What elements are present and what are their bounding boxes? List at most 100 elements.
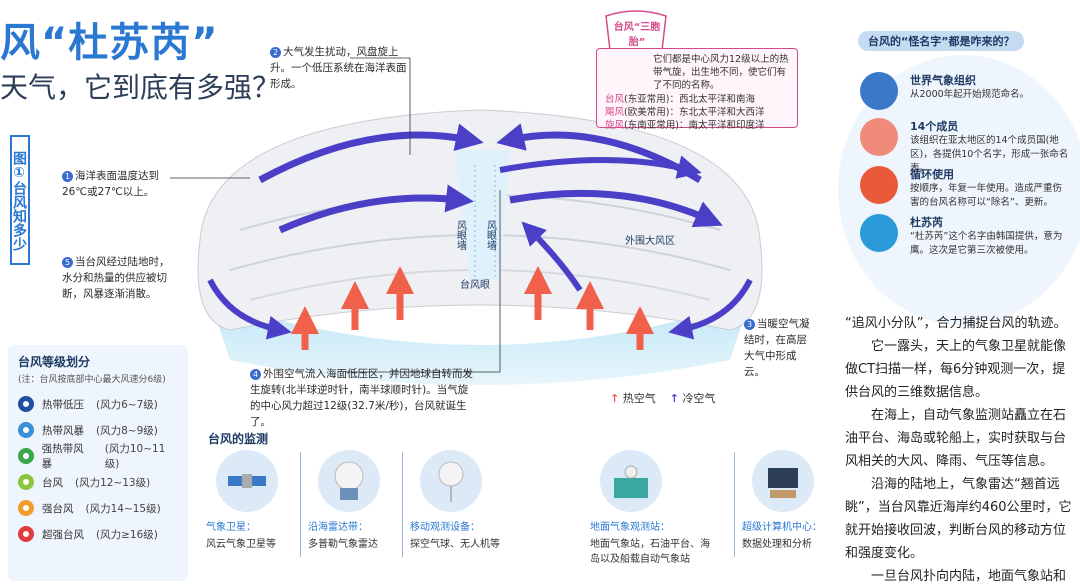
weather-station-icon <box>600 450 662 512</box>
wind-arrow <box>258 123 484 184</box>
cyclone-icon <box>18 448 34 464</box>
level-item: 强台风 (风力14~15级) <box>18 495 178 521</box>
levels-note: (注：台风按底部中心最大风速分6级) <box>18 375 166 385</box>
triplets-row: 旋风(东南亚常用)：南太平洋和印度洋 <box>605 120 765 131</box>
step-4-number: 4 <box>250 369 261 380</box>
step-5-number: 5 <box>62 257 73 268</box>
wind-arrow <box>207 278 292 340</box>
naming-item: 杜苏芮 “杜苏芮”这个名字由韩国提供，意为鹰。这次是它第三次被使用。 <box>860 214 1070 258</box>
monitor-ground-station: 地面气象观测站： 地面气象站，石油平台、海岛以及船载自动气象站 <box>590 450 710 565</box>
cold-air-label: 冷空气 <box>682 392 716 405</box>
wind-arrow <box>668 278 753 340</box>
monitor-label: 沿海雷达带： <box>308 522 368 533</box>
step-4-text: 外围空气流入海面低压区，并因地球自转而发生旋转(北半球逆时针，南半球顺时针)。当… <box>250 368 473 428</box>
figure-tab: 图①台风知多少 <box>10 135 30 265</box>
page-subtitle: 天气，它到底有多强？ <box>0 71 281 104</box>
wind-arrow <box>278 184 474 234</box>
triplets-row: 飓风(欧美常用)：东北太平洋和大西洋 <box>605 107 765 118</box>
triplets-row-region: 西北太平洋和南海 <box>678 94 755 105</box>
level-name: 强台风 <box>42 502 74 515</box>
triplets-row-name: 台风 <box>605 94 625 105</box>
typhoon-diagram: 风眼墙 风眼墙 台风眼 外围大风区 <box>160 30 790 410</box>
monitor-desc: 风云气象卫星等 <box>206 539 276 550</box>
level-force: (风力14~15级) <box>85 502 161 515</box>
level-force: (风力12~13级) <box>75 476 151 489</box>
naming-item: 循环使用 按顺序，年复一年使用。造成严重伤害的台风名称可以“除名”、更新。 <box>860 166 1070 210</box>
naming-panel: 台风的“怪名字”都是咋来的？ <box>858 30 1076 51</box>
level-item: 强热带风暴 (风力10~11级) <box>18 443 178 470</box>
divider <box>734 452 735 557</box>
naming-panel-title: 台风的“怪名字”都是咋来的？ <box>858 31 1025 51</box>
monitor-label: 超级计算机中心： <box>742 522 822 533</box>
level-force: (风力6~7级) <box>96 398 158 411</box>
divider <box>402 452 403 557</box>
monitor-supercomputer: 超级计算机中心： 数据处理和分析 <box>742 450 842 550</box>
balloon-icon <box>420 450 482 512</box>
naming-item-title: 世界气象组织 <box>910 74 976 87</box>
hot-air-label: 热空气 <box>622 392 656 405</box>
wmo-icon <box>860 72 898 110</box>
monitor-mobile: 移动观测设备： 探空气球、无人机等 <box>410 450 510 550</box>
naming-item: 世界气象组织 从2000年起开始规范命名。 <box>860 72 1070 110</box>
triplets-row-usage: 欧美常用 <box>627 107 666 118</box>
monitor-label: 地面气象观测站： <box>590 522 670 533</box>
wind-arrow <box>499 155 702 179</box>
levels-title: 台风等级划分 <box>18 355 91 369</box>
naming-item-title: 杜苏芮 <box>910 216 943 229</box>
level-force: (风力10~11级) <box>104 443 166 470</box>
level-name: 强热带风暴 <box>41 443 84 470</box>
triplets-row-name: 飓风 <box>605 107 625 118</box>
cyclone-icon <box>18 422 34 438</box>
level-name: 热带风暴 <box>42 424 84 437</box>
triplets-row: 台风(东亚常用)：西北太平洋和南海 <box>605 94 755 105</box>
air-legend: ↑ 热空气 ↑ 冷空气 <box>610 390 715 406</box>
monitor-satellite: 气象卫星： 风云气象卫星等 <box>206 450 306 550</box>
cyclone-icon <box>18 526 34 542</box>
eyewall-label-right: 风眼墙 <box>485 220 497 251</box>
level-name: 超强台风 <box>42 528 84 541</box>
level-item: 超强台风 (风力≥16级) <box>18 521 178 547</box>
naming-item-desc: 按顺序，年复一年使用。造成严重伤害的台风名称可以“除名”、更新。 <box>910 183 1063 208</box>
cyclone-icon <box>18 396 34 412</box>
level-force: (风力8~9级) <box>96 424 158 437</box>
naming-item: 14个成员 该组织在亚太地区的14个成员国(地区)，各提供10个名字，形成一张命… <box>860 118 1070 176</box>
eye-label: 台风眼 <box>460 278 490 291</box>
outer-zone-label: 外围大风区 <box>625 234 675 247</box>
triplets-row-usage: 东亚常用 <box>627 94 666 105</box>
typhoon-eye <box>455 150 510 280</box>
step-1-number: 1 <box>62 171 73 182</box>
naming-item-title: 14个成员 <box>910 120 959 133</box>
hot-air-icon: ↑ <box>610 392 620 405</box>
step-2-number: 2 <box>270 47 281 58</box>
monitor-label: 气象卫星： <box>206 522 256 533</box>
monitor-desc: 地面气象站，石油平台、海岛以及船载自动气象站 <box>590 539 710 565</box>
triplets-row-name: 旋风 <box>605 120 625 131</box>
step-3-text: 当暖空气凝结时，在高层大气中形成云。 <box>744 318 810 378</box>
naming-item-desc: “杜苏芮”这个名字由韩国提供，意为鹰。这次是它第三次被使用。 <box>910 231 1063 256</box>
step-1-text: 海洋表面温度达到26℃或27℃以上。 <box>62 170 159 198</box>
article-paragraph: 在海上，自动气象监测站矗立在石油平台、海岛或轮船上，实时获取与台风相关的大风、降… <box>845 408 1067 469</box>
monitor-radar: 沿海雷达带： 多普勒气象雷达 <box>308 450 408 550</box>
triplets-callout: 它们都是中心风力12级以上的热带气旋，出生地不同，使它们有了不同的名称。 台风(… <box>596 48 798 131</box>
naming-item-desc: 从2000年起开始规范命名。 <box>910 89 1030 100</box>
radar-icon <box>318 450 380 512</box>
monitoring-title: 台风的监测 <box>208 432 269 446</box>
level-force: (风力≥16级) <box>96 528 158 541</box>
monitor-desc: 数据处理和分析 <box>742 539 812 550</box>
level-name: 台风 <box>42 476 63 489</box>
triplets-row-region: 南太平洋和印度洋 <box>688 120 765 131</box>
monitor-desc: 多普勒气象雷达 <box>308 539 378 550</box>
recycle-icon <box>860 166 898 204</box>
naming-item-title: 循环使用 <box>910 168 954 181</box>
level-item: 台风 (风力12~13级) <box>18 469 178 495</box>
members-icon <box>860 118 898 156</box>
triplets-badge-text: 台风“三胞胎” <box>613 22 661 48</box>
satellite-icon <box>216 450 278 512</box>
cyclone-icon <box>18 474 34 490</box>
level-item: 热带低压(风力6~7级) <box>18 391 178 417</box>
